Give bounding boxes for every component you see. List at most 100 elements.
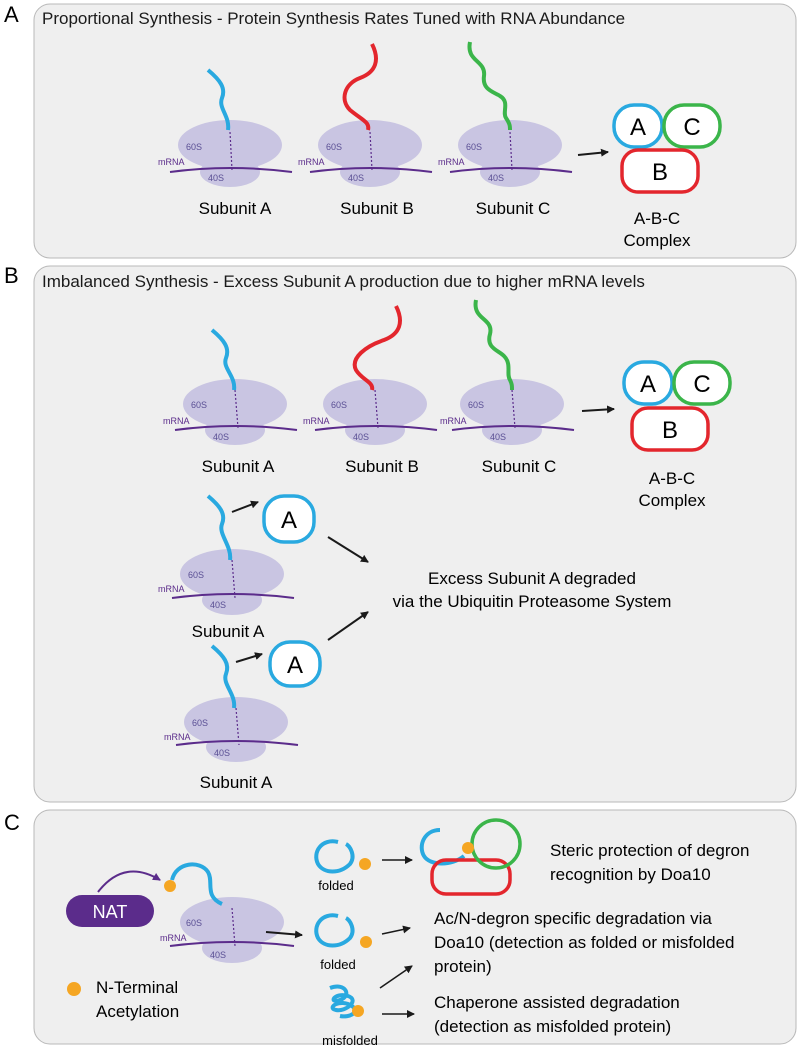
svg-text:60S: 60S [466,142,482,152]
svg-text:mRNA: mRNA [163,416,190,426]
panel-a-letter: A [4,2,19,27]
outcome2-line2: Doa10 (detection as folded or misfolded [434,933,735,952]
excess-ribosome-1: 60S 40S mRNA [158,494,295,615]
svg-text:C: C [683,114,700,141]
acetylation-legend-line2: Acetylation [96,1002,179,1021]
svg-text:60S: 60S [186,142,202,152]
panel-b-ribosomes: 60S 40S mRNA 60S 40S mRNA 60S 40S mRNA [163,299,575,445]
panel-a-arrow-to-complex [577,148,609,157]
panel-c-ribosome: 60S 40S mRNA [160,862,295,963]
panel-b-subunit-c-label: Subunit C [482,457,557,476]
svg-text:40S: 40S [348,173,364,183]
excess-subunit-a-label-1: Subunit A [192,622,265,641]
panel-a-background [33,3,797,259]
ribosome-b-subunit-a: 60S 40S mRNA [163,328,298,445]
excess-1-release-arrow [231,500,259,513]
panel-a-subunit-a-label: Subunit A [199,199,272,218]
state-misfolded: misfolded [322,1033,378,1048]
panel-a-complex: A C B [612,103,722,194]
excess-ribosome-2: 60S 40S mRNA [164,644,299,762]
panel-a-complex-label-line2: Complex [623,231,691,250]
folded-1-acetyl-dot [359,858,371,870]
outcome2-line1: Ac/N-degron specific degradation via [434,909,712,928]
misfolded-acetyl-dot [352,1005,364,1017]
state-folded-2: folded [320,957,355,972]
acetylation-legend-line1: N-Terminal [96,978,178,997]
arrow-misfolded-to-doa10 [379,965,413,989]
folded-protein-2 [314,913,355,948]
panel-a-subunit-c-label: Subunit C [476,199,551,218]
svg-text:40S: 40S [208,173,224,183]
svg-text:60S: 60S [331,400,347,410]
folded-protein-1 [314,839,355,874]
outcome3-line2: (detection as misfolded protein) [434,1017,671,1036]
nascent-acetyl-dot [164,880,176,892]
outcome3-line1: Chaperone assisted degradation [434,993,680,1012]
panel-b-complex-label-line2: Complex [638,491,706,510]
svg-text:mRNA: mRNA [158,584,185,594]
excess-1-free-subunit [262,494,316,544]
degradation-text-line1: Excess Subunit A degraded [428,569,636,588]
panel-c-letter: C [4,810,20,835]
svg-text:60S: 60S [188,570,204,580]
panel-b-arrow-to-complex [581,405,615,414]
svg-text:40S: 40S [210,600,226,610]
panel-a-subunit-b-label: Subunit B [340,199,414,218]
arrow-folded-2 [381,925,411,935]
svg-text:mRNA: mRNA [298,157,325,167]
excess-subunit-a-label-2: Subunit A [200,773,273,792]
svg-text:mRNA: mRNA [440,416,467,426]
svg-text:mRNA: mRNA [158,157,185,167]
excess-1-degradation-arrow [327,536,369,563]
folded-2-acetyl-dot [360,936,372,948]
svg-text:60S: 60S [326,142,342,152]
panel-b-complex: A C B [622,360,732,452]
svg-text:B: B [652,159,668,186]
acetylation-legend-dot [67,982,81,996]
outcome1-line1: Steric protection of degron [550,841,749,860]
svg-text:mRNA: mRNA [160,933,187,943]
nat-label: NAT [93,902,128,922]
svg-text:60S: 60S [468,400,484,410]
svg-text:A: A [640,371,656,398]
svg-text:60S: 60S [186,918,202,928]
excess-2-degradation-arrow [327,611,369,641]
panel-a-complex-label-line1: A-B-C [634,209,680,228]
state-folded-1: folded [318,878,353,893]
panel-a-ribosomes: 60S 40S mRNA 60S 40S mRNA 60S 40S mRNA [158,41,573,187]
ribosome-subunit-c: 60S 40S mRNA [438,41,573,187]
svg-text:40S: 40S [210,950,226,960]
svg-text:A: A [630,114,646,141]
excess-2-free-subunit [268,640,322,688]
panel-b-complex-label-line1: A-B-C [649,469,695,488]
panel-a-title: Proportional Synthesis - Protein Synthes… [42,9,625,28]
svg-text:B: B [662,417,678,444]
svg-text:40S: 40S [488,173,504,183]
svg-text:40S: 40S [490,432,506,442]
panel-b-background [33,265,797,803]
excess-1-free-subunit-letter: A [281,507,297,534]
svg-text:40S: 40S [214,748,230,758]
panel-c-arrow-to-states [265,930,303,939]
svg-text:mRNA: mRNA [164,732,191,742]
svg-text:40S: 40S [353,432,369,442]
panel-b-title: Imbalanced Synthesis - Excess Subunit A … [42,272,645,291]
svg-text:mRNA: mRNA [303,416,330,426]
panel-c-background [33,809,797,1045]
ribosome-b-subunit-c: 60S 40S mRNA [440,299,575,445]
panel-b-subunit-b-label: Subunit B [345,457,419,476]
protected-complex [419,818,522,896]
svg-text:60S: 60S [192,718,208,728]
ribosome-subunit-b: 60S 40S mRNA [298,43,433,187]
svg-text:60S: 60S [191,400,207,410]
svg-text:40S: 40S [213,432,229,442]
nat-acetylation-arrow [97,870,161,893]
ribosome-subunit-a: 60S 40S mRNA [158,68,293,187]
svg-text:C: C [693,371,710,398]
ribosome-b-subunit-b: 60S 40S mRNA [303,305,438,445]
degradation-text-line2: via the Ubiquitin Proteasome System [393,592,672,611]
outcome1-line2: recognition by Doa10 [550,865,711,884]
svg-text:mRNA: mRNA [438,157,465,167]
excess-2-release-arrow [235,652,263,663]
